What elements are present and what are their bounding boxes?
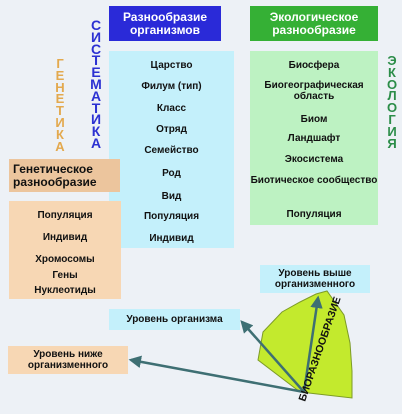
list-item: Филум (тип): [141, 81, 202, 92]
list-item: Семейство: [144, 145, 199, 156]
list-item: Индивид: [42, 232, 88, 243]
ecological-header: Экологическое разнообразие: [250, 6, 378, 41]
organisms-list: Царство Филум (тип) Класс Отряд Семейств…: [109, 51, 234, 248]
list-item: Отряд: [156, 124, 187, 135]
vertical-letter: С: [90, 40, 102, 57]
list-item: Индивид: [149, 233, 194, 244]
arrow-to-below-level: [128, 355, 305, 394]
list-item: Хромосомы: [35, 254, 95, 265]
vertical-letter: Г: [388, 111, 396, 127]
level-below-label: Уровень ниже организменного: [27, 349, 109, 371]
level-organism-label: Уровень организма: [126, 314, 223, 325]
level-below-box: Уровень ниже организменного: [8, 346, 128, 374]
vertical-letter: Е: [55, 67, 65, 83]
list-item: Биосфера: [288, 60, 340, 71]
vertical-letter: К: [56, 126, 64, 142]
list-item: Класс: [156, 103, 187, 114]
vertical-letter: Е: [55, 91, 65, 107]
list-item: Экосистема: [284, 154, 344, 165]
organisms-header-title: Разнообразие организмов: [122, 9, 208, 37]
vertical-letter: Т: [91, 52, 101, 69]
vertical-letter: А: [55, 138, 65, 154]
vertical-letter: К: [91, 123, 101, 140]
level-above-label: Уровень выше организменного: [274, 268, 356, 290]
ecological-header-title: Экологическое разнообразие: [269, 9, 359, 37]
biodiversity-wedge: [257, 290, 353, 399]
list-item: Род: [162, 168, 181, 179]
vertical-letter: Н: [55, 79, 65, 95]
vertical-letter: С: [90, 17, 102, 33]
vertical-letter: Э: [387, 53, 397, 68]
vertical-letter: А: [90, 134, 102, 151]
organisms-header: Разнообразие организмов: [109, 6, 221, 41]
list-item: Ландшафт: [287, 133, 341, 144]
genetic-list: Популяция Индивид Хромосомы Гены Нуклеот…: [9, 201, 121, 299]
ecological-list: Биосфера Биогеографическая область Биом …: [250, 51, 378, 225]
arrow-to-organism-level: [240, 320, 305, 393]
vertical-letter: Я: [387, 135, 397, 151]
vertical-letter: И: [90, 111, 102, 128]
vertical-letter: А: [90, 87, 102, 104]
vertical-letter: И: [55, 114, 65, 130]
list-item: Биогеографическая область: [264, 80, 364, 102]
vertical-letter: Г: [56, 56, 64, 71]
level-organism-box: Уровень организма: [109, 309, 240, 330]
vertical-letter: Т: [56, 103, 64, 119]
vertical-letter: И: [90, 28, 102, 45]
vertical-letter: Е: [91, 64, 101, 81]
list-item: Царство: [150, 60, 193, 71]
list-item: Популяция: [37, 210, 93, 221]
list-item: Вид: [161, 191, 182, 202]
list-item: Популяция: [286, 209, 342, 220]
list-item: Биотическое сообщество: [250, 175, 378, 186]
list-item: Нуклеотиды: [34, 285, 96, 296]
vertical-letter: И: [387, 123, 397, 139]
vertical-letter: М: [90, 75, 102, 92]
genetic-header: Генетическое разнообразие: [9, 159, 120, 192]
genetic-header-title: Генетическое разнообразие: [13, 161, 97, 189]
vertical-letter: Л: [387, 88, 397, 104]
arrow-to-above-level: [302, 295, 323, 393]
vertical-letter: О: [386, 76, 398, 92]
vertical-letter: Т: [91, 99, 101, 116]
list-item: Гены: [52, 270, 78, 281]
vertical-letter: К: [388, 64, 396, 80]
level-above-box: Уровень выше организменного: [260, 265, 370, 293]
list-item: Биом: [300, 114, 328, 125]
list-item: Популяция: [143, 211, 200, 222]
vertical-letter: О: [386, 100, 398, 116]
